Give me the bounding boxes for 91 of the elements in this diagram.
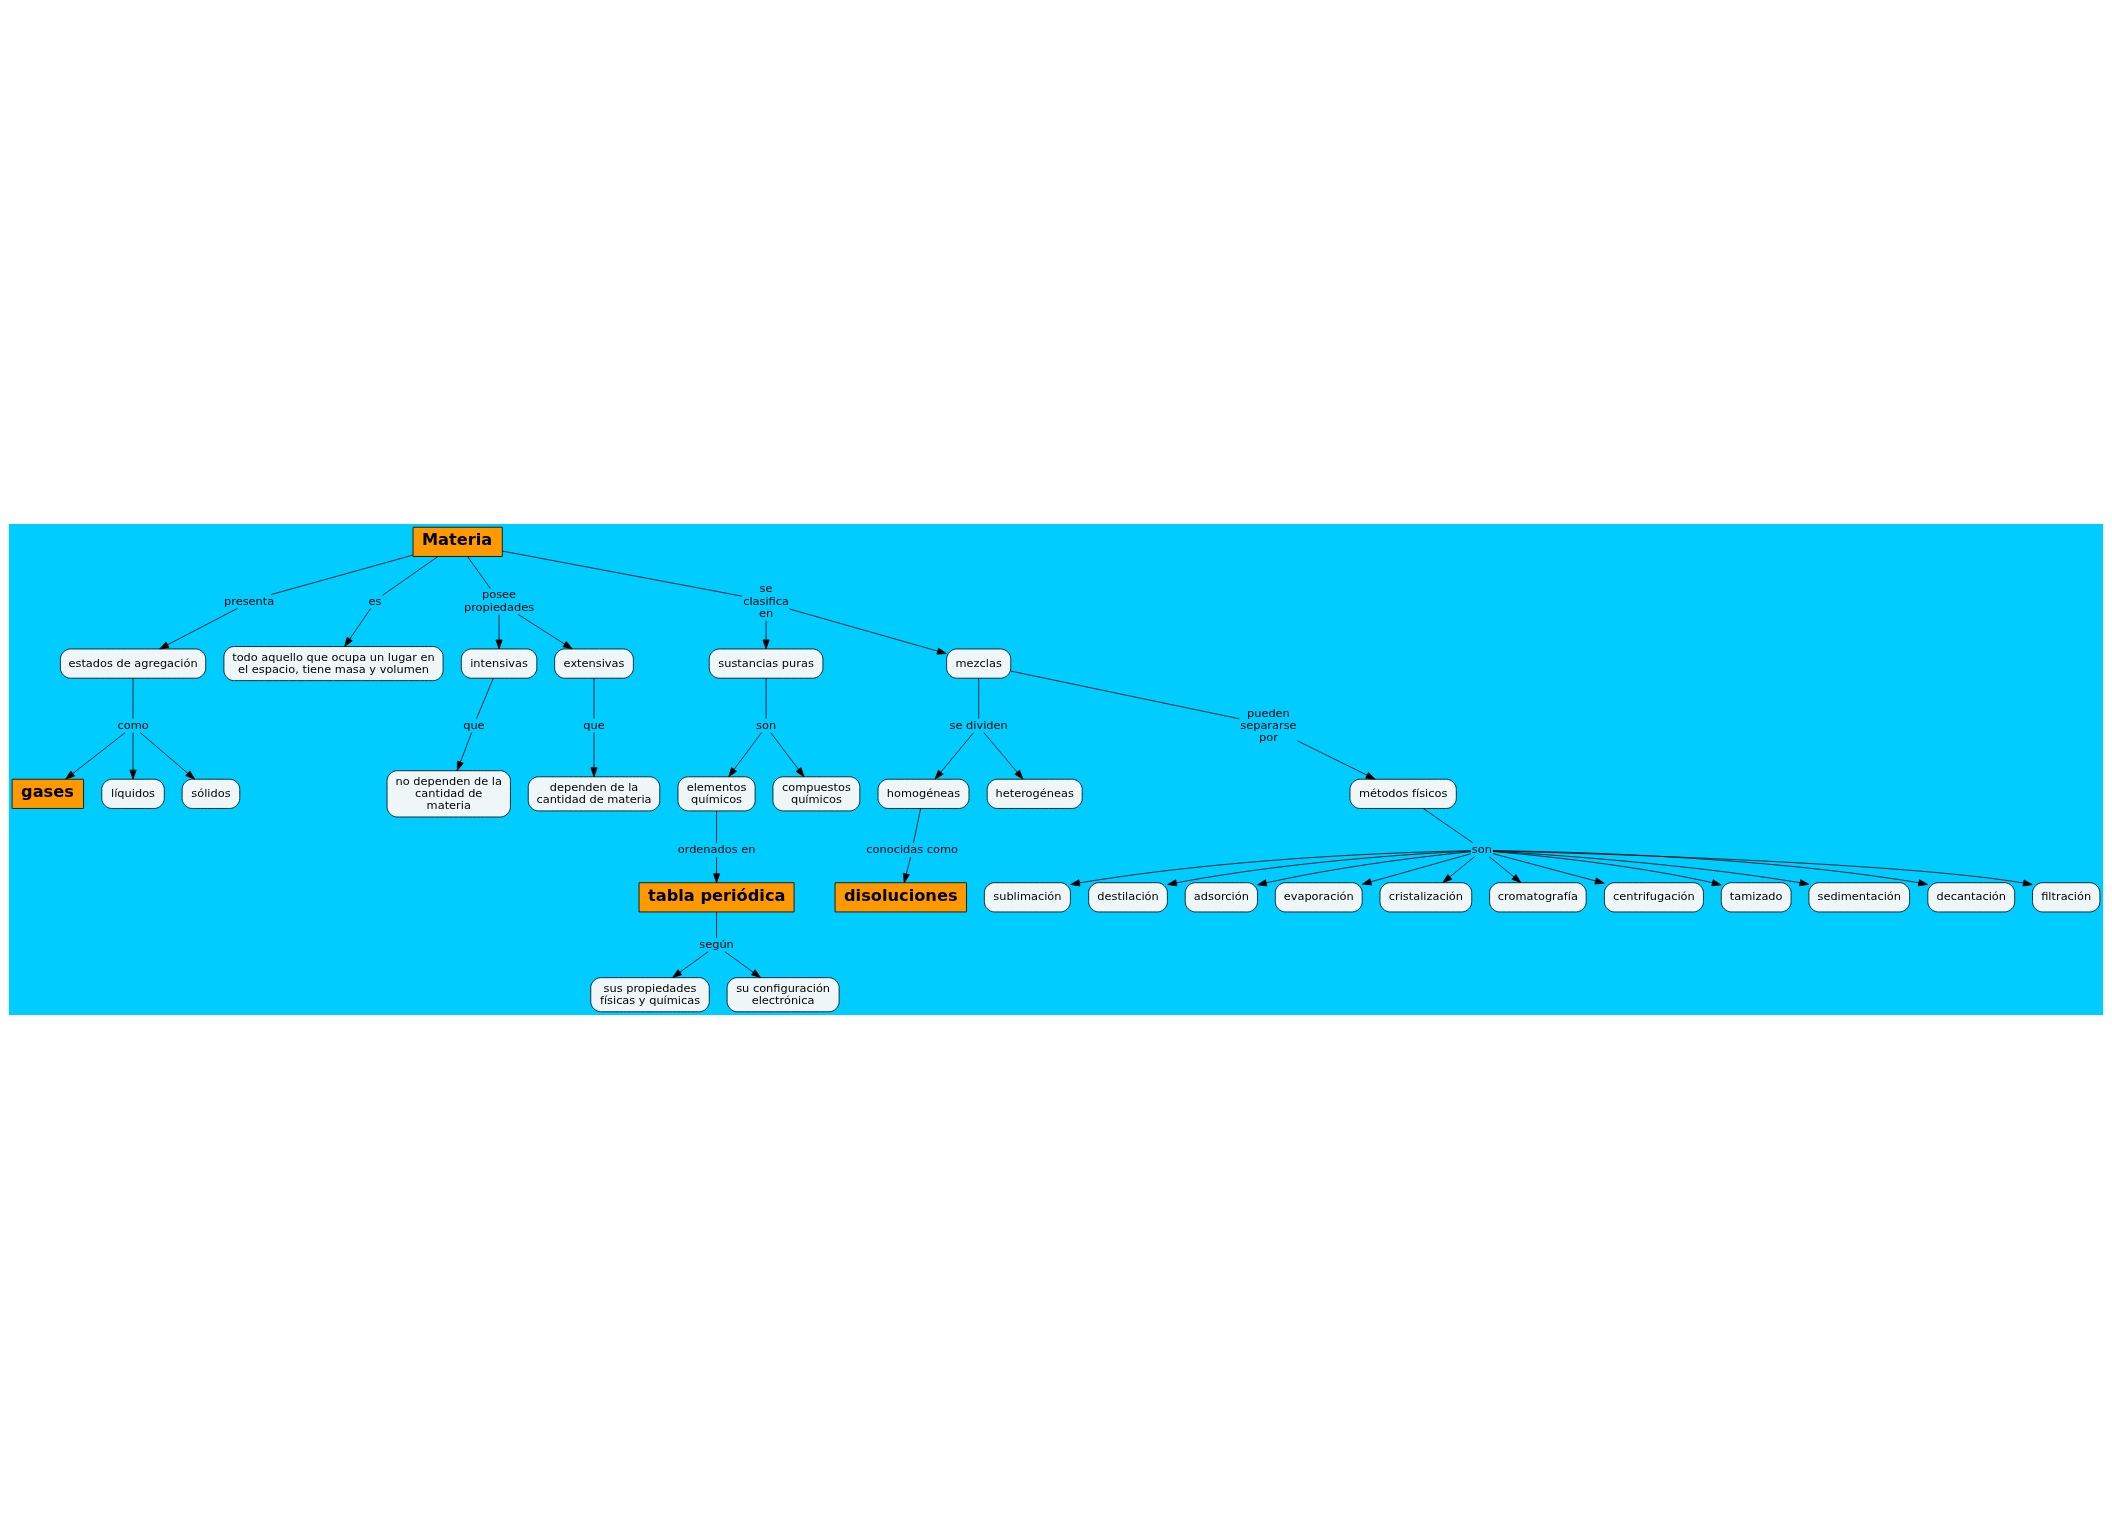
arrow <box>1167 850 1472 886</box>
node-box: todo aquello que ocupa un lugar en el espacio, tiene masa y volumen <box>223 645 444 681</box>
arrow <box>672 950 709 978</box>
connector <box>382 555 439 596</box>
node-box: cromatografía <box>1489 881 1587 912</box>
arrow <box>65 731 126 779</box>
connector <box>593 677 595 719</box>
arrow <box>713 856 721 883</box>
node-box: destilación <box>1088 881 1168 912</box>
node-text: se dividen <box>949 717 1008 732</box>
node-box: disoluciones <box>834 881 967 912</box>
node-text: se clasifica en <box>743 580 789 620</box>
arrow <box>762 619 770 649</box>
node-box: elementos químicos <box>677 775 756 811</box>
connector <box>502 550 743 597</box>
node-box: sustancias puras <box>708 648 824 679</box>
connector <box>765 677 767 719</box>
node-box: cristalización <box>1379 881 1473 912</box>
node-text: pueden separarse por <box>1240 705 1297 744</box>
arrow <box>1492 852 1605 884</box>
node-box: Materia <box>412 526 503 557</box>
connector <box>716 810 717 843</box>
arrow <box>1492 850 1722 886</box>
node-box: dependen de la cantidad de materia <box>527 775 661 811</box>
node-text: son <box>1471 841 1492 856</box>
node-box: gases <box>11 778 84 809</box>
arrow <box>983 731 1024 779</box>
connector <box>270 554 414 595</box>
connector <box>716 911 717 938</box>
connector <box>1422 807 1474 843</box>
arrow <box>590 731 598 777</box>
arrow <box>1492 850 1810 886</box>
arrow <box>934 731 974 779</box>
node-box: métodos físicos <box>1349 778 1457 809</box>
arrow <box>902 856 911 883</box>
node-box: evaporación <box>1274 881 1363 912</box>
arrow <box>770 731 805 777</box>
node-text: que <box>583 717 605 732</box>
node-text: como <box>117 717 149 732</box>
arrow <box>456 731 472 771</box>
node-text: son <box>756 717 777 732</box>
arrow <box>724 950 761 978</box>
node-box: filtración <box>2032 881 2101 912</box>
node-box: estados de agregación <box>60 648 207 679</box>
node-box: homogéneas <box>877 778 970 809</box>
connector <box>1010 670 1240 719</box>
node-text: que <box>463 717 485 732</box>
node-box: tabla periódica <box>638 881 795 912</box>
arrow <box>344 607 371 647</box>
node-box: heterogéneas <box>986 778 1083 809</box>
arrow <box>1257 850 1472 886</box>
connector <box>913 807 921 843</box>
arrow <box>139 731 195 779</box>
node-box: compuestos químicos <box>772 775 861 811</box>
node-text: ordenados en <box>677 841 756 856</box>
node-text: según <box>699 936 734 951</box>
connector <box>476 677 494 719</box>
node-box: no dependen de la cantidad de materia <box>386 769 511 817</box>
node-box: su configuración electrónica <box>726 976 840 1012</box>
node-text: es <box>368 593 382 608</box>
node-text: posee propiedades <box>463 586 535 614</box>
arrow <box>1070 849 1472 886</box>
connector <box>467 555 491 589</box>
arrow <box>1297 740 1376 780</box>
arrow <box>1492 850 2033 886</box>
node-box: tamizado <box>1720 881 1792 912</box>
connector <box>978 677 980 719</box>
node-text: presenta <box>224 593 275 608</box>
node-text: conocidas como <box>866 841 958 856</box>
arrow <box>129 731 137 779</box>
arrow <box>517 613 573 649</box>
node-box: sus propiedades físicas y químicas <box>590 976 710 1012</box>
node-box: centrifugación <box>1604 881 1704 912</box>
node-box: decantación <box>1927 881 2016 912</box>
arrow <box>495 613 503 649</box>
node-box: sólidos <box>181 778 241 809</box>
node-box: intensivas <box>460 648 538 679</box>
arrow <box>1442 855 1475 883</box>
connector <box>132 677 134 719</box>
arrow <box>159 607 238 649</box>
node-box: líquidos <box>101 778 165 809</box>
node-box: adsorción <box>1184 881 1258 912</box>
arrow <box>789 608 947 655</box>
node-box: extensivas <box>554 648 634 679</box>
arrow <box>1492 849 1929 886</box>
arrow <box>1361 852 1472 885</box>
arrow <box>728 731 762 777</box>
node-box: sedimentación <box>1808 881 1910 912</box>
node-box: sublimación <box>983 881 1071 912</box>
node-box: mezclas <box>946 648 1012 679</box>
arrow <box>1489 855 1522 883</box>
